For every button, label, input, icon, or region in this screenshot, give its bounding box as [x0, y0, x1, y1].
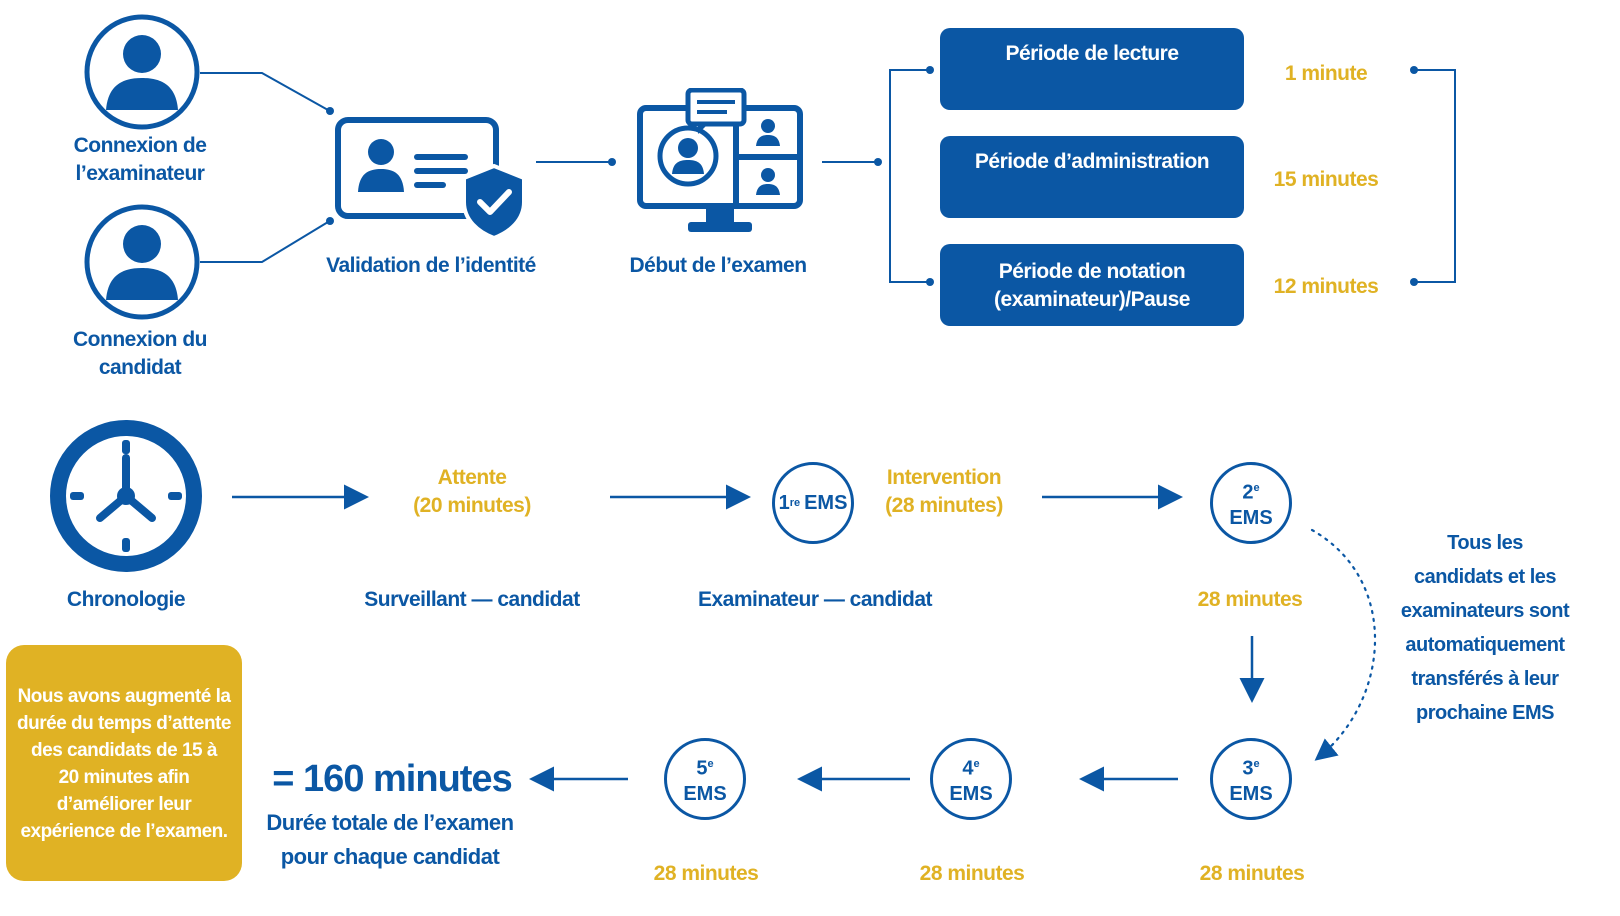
transfer-note: Tous les candidats et les examinateurs s… — [1400, 532, 1570, 724]
ems-3-circle: 3e EMS — [1210, 738, 1292, 820]
reading-period-box: Période de lecture — [940, 28, 1244, 110]
examiner-user-icon — [84, 14, 200, 135]
ems-2-circle: 2e EMS — [1210, 462, 1292, 544]
ems-2-duration: 28 minutes — [1197, 588, 1303, 611]
total-duration: = 160 minutes — [272, 758, 512, 800]
waiting-label: Attente(20 minutes) — [413, 466, 531, 517]
administration-period-box: Période d’administration — [940, 136, 1244, 218]
ems-5-duration: 28 minutes — [653, 862, 759, 885]
identity-validation-label: Validation de l’identité — [326, 254, 536, 277]
ems-3-duration: 28 minutes — [1199, 862, 1305, 885]
reading-duration: 1 minute — [1284, 62, 1368, 85]
exam-start-label: Début de l’examen — [629, 254, 807, 277]
ems-4-duration: 28 minutes — [919, 862, 1025, 885]
grading-duration: 12 minutes — [1273, 275, 1379, 298]
intervention-label: Intervention(28 minutes) — [885, 466, 1003, 517]
candidate-user-icon — [84, 204, 200, 325]
grading-period-box: Période de notation (examinateur)/Pause — [940, 244, 1244, 326]
id-card-shield-icon — [334, 116, 534, 251]
intervention-participants: Examinateur — candidat — [697, 588, 933, 611]
ems-4-circle: 4e EMS — [930, 738, 1012, 820]
chronology-label: Chronologie — [66, 588, 186, 611]
clock-icon — [48, 418, 204, 579]
waiting-participants: Surveillant — candidat — [364, 588, 580, 611]
video-conference-monitor-icon — [636, 87, 806, 245]
waiting-time-note: Nous avons augmenté la durée du temps d’… — [6, 645, 242, 881]
administration-duration: 15 minutes — [1273, 168, 1379, 191]
ems-5-circle: 5e EMS — [664, 738, 746, 820]
